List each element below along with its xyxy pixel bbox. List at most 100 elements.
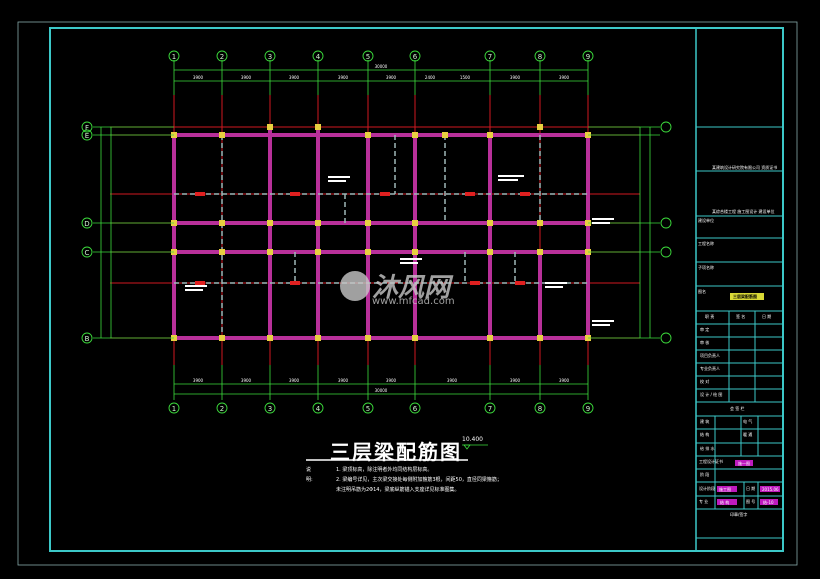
tb-role: 项目负责人	[700, 353, 720, 358]
svg-text:3900: 3900	[193, 75, 204, 80]
tb-cert-label: 工程设计证书	[699, 459, 723, 464]
svg-text:沐风网: 沐风网	[372, 273, 454, 303]
opening-markers	[195, 192, 530, 285]
svg-text:2400: 2400	[425, 75, 436, 80]
tb-sign-header: 签 名	[736, 314, 746, 319]
svg-text:3900: 3900	[289, 378, 300, 383]
secondary-beams	[174, 135, 588, 338]
svg-text:5: 5	[366, 405, 370, 413]
rebar-callouts	[185, 175, 614, 326]
svg-text:9: 9	[586, 405, 590, 413]
grid-bubbles-top	[168, 50, 594, 62]
grid-bubbles-left	[81, 121, 93, 344]
tb-role: 校 对	[700, 379, 710, 384]
svg-text:6: 6	[413, 53, 418, 61]
svg-text:3900: 3900	[193, 378, 204, 383]
svg-text:2: 2	[220, 53, 224, 61]
svg-text:7: 7	[488, 405, 492, 413]
note-line: 1. 梁顶标高，除注明者外均同结构层标高。	[336, 467, 433, 473]
svg-text:4: 4	[316, 53, 321, 61]
tb-cosign-role: 建 筑	[700, 419, 710, 424]
tb-stage-label: 阶 段	[700, 472, 710, 477]
svg-text:3: 3	[268, 53, 272, 61]
svg-text:3900: 3900	[241, 75, 252, 80]
dimension-text: 3900 3900 3900 3900 3900 2400 1500 3900 3900 300…	[193, 64, 570, 393]
svg-text:3900: 3900	[559, 75, 570, 80]
tb-role: 审 核	[700, 340, 710, 345]
tb-project: 某综合楼工程 施工图设计 建设单位	[712, 209, 775, 214]
tb-date-value: 2015.06	[762, 487, 779, 492]
tb-sign-header: 日 期	[762, 314, 772, 319]
tb-cosign-role: 给 排 水	[700, 446, 715, 451]
tb-cosign-role: 暖 通	[743, 432, 753, 437]
tb-role: 设 计 / 绘 图	[700, 392, 723, 397]
svg-text:30000: 30000	[375, 64, 388, 69]
tb-role: 审 定	[700, 327, 710, 332]
tb-drawing-name: 三层梁配筋图	[733, 294, 757, 299]
drawing-title: 三层梁配筋图	[330, 440, 462, 464]
tb-role: 专业负责人	[700, 366, 720, 371]
svg-text:1: 1	[172, 405, 176, 413]
watermark: 沐风网 www.mfcad.com	[340, 271, 455, 307]
svg-text:3: 3	[268, 405, 272, 413]
svg-text:5: 5	[366, 53, 370, 61]
tb-cosign-role: 结 构	[700, 432, 710, 437]
tb-phase-label: 设计阶段	[699, 486, 715, 491]
tb-footer: 印章/签字	[730, 512, 748, 517]
grid-bubbles-right	[660, 121, 672, 344]
svg-text:3900: 3900	[289, 75, 300, 80]
tb-date-label: 日 期	[746, 486, 756, 491]
tb-cosign-role: 电 气	[743, 419, 753, 424]
svg-text:8: 8	[538, 53, 542, 61]
svg-text:2: 2	[220, 405, 224, 413]
note-line: 2. 梁编号详见，主次梁交接处每侧附加箍筋3根，间距50，直径同梁箍筋；	[336, 477, 502, 483]
svg-text:3900: 3900	[338, 378, 349, 383]
svg-text:B: B	[85, 335, 90, 343]
svg-text:3900: 3900	[510, 75, 521, 80]
tb-discipline-label: 专 业	[699, 499, 709, 504]
tb-stage-value: 施一图	[738, 461, 750, 466]
svg-text:9: 9	[586, 53, 590, 61]
sheet-inner-frame	[49, 27, 784, 552]
svg-text:F: F	[85, 124, 89, 132]
svg-text:7: 7	[488, 53, 492, 61]
grid-labels: 1 2 3 4 5 6 7 8 9 1 2 3 4 5 6 7 8 9 FE D C B	[84, 53, 590, 413]
beams	[172, 127, 590, 340]
tb-drawing-name-label: 图名	[698, 289, 706, 294]
dimension-lines	[93, 60, 660, 400]
svg-text:3900: 3900	[386, 378, 397, 383]
sheet-outer-frame	[17, 21, 798, 566]
svg-text:6: 6	[413, 405, 418, 413]
svg-text:3900: 3900	[447, 378, 458, 383]
tb-drawing-no-value: 结-10	[763, 500, 774, 505]
tb-row-label: 建设单位	[698, 218, 714, 223]
notes-label: 说明:	[306, 467, 313, 483]
svg-text:E: E	[85, 132, 89, 140]
tb-sign-header: 职 责	[705, 314, 715, 319]
svg-text:3900: 3900	[559, 378, 570, 383]
svg-text:3900: 3900	[510, 378, 521, 383]
tb-company: 某建筑设计研究院有限公司 资质证书	[712, 165, 778, 170]
svg-text:3900: 3900	[338, 75, 349, 80]
svg-text:8: 8	[538, 405, 542, 413]
svg-text:D: D	[84, 220, 89, 228]
svg-text:3900: 3900	[241, 378, 252, 383]
tb-drawing-no-label: 图 号	[746, 499, 756, 504]
grid-bubbles-bottom	[168, 402, 594, 414]
tb-discipline-value: 结 构	[720, 500, 730, 505]
elevation-label: 10.400	[462, 436, 483, 443]
svg-text:4: 4	[316, 405, 321, 413]
note-line: 未注明吊筋为2Φ14，梁底纵筋锚入支座详见标准图集。	[336, 487, 460, 493]
svg-text:3900: 3900	[386, 75, 397, 80]
svg-text:1: 1	[172, 53, 176, 61]
svg-text:www.mfcad.com: www.mfcad.com	[372, 296, 455, 307]
tb-phase-value: 施工图	[719, 487, 731, 492]
svg-text:1500: 1500	[460, 75, 471, 80]
svg-text:30000: 30000	[375, 388, 388, 393]
title-block-lines	[696, 126, 783, 539]
tb-cosign-title: 会 签 栏	[730, 406, 745, 411]
svg-text:C: C	[85, 249, 90, 257]
tb-row-label: 子项名称	[698, 265, 714, 270]
tb-row-label: 工程名称	[698, 241, 714, 246]
